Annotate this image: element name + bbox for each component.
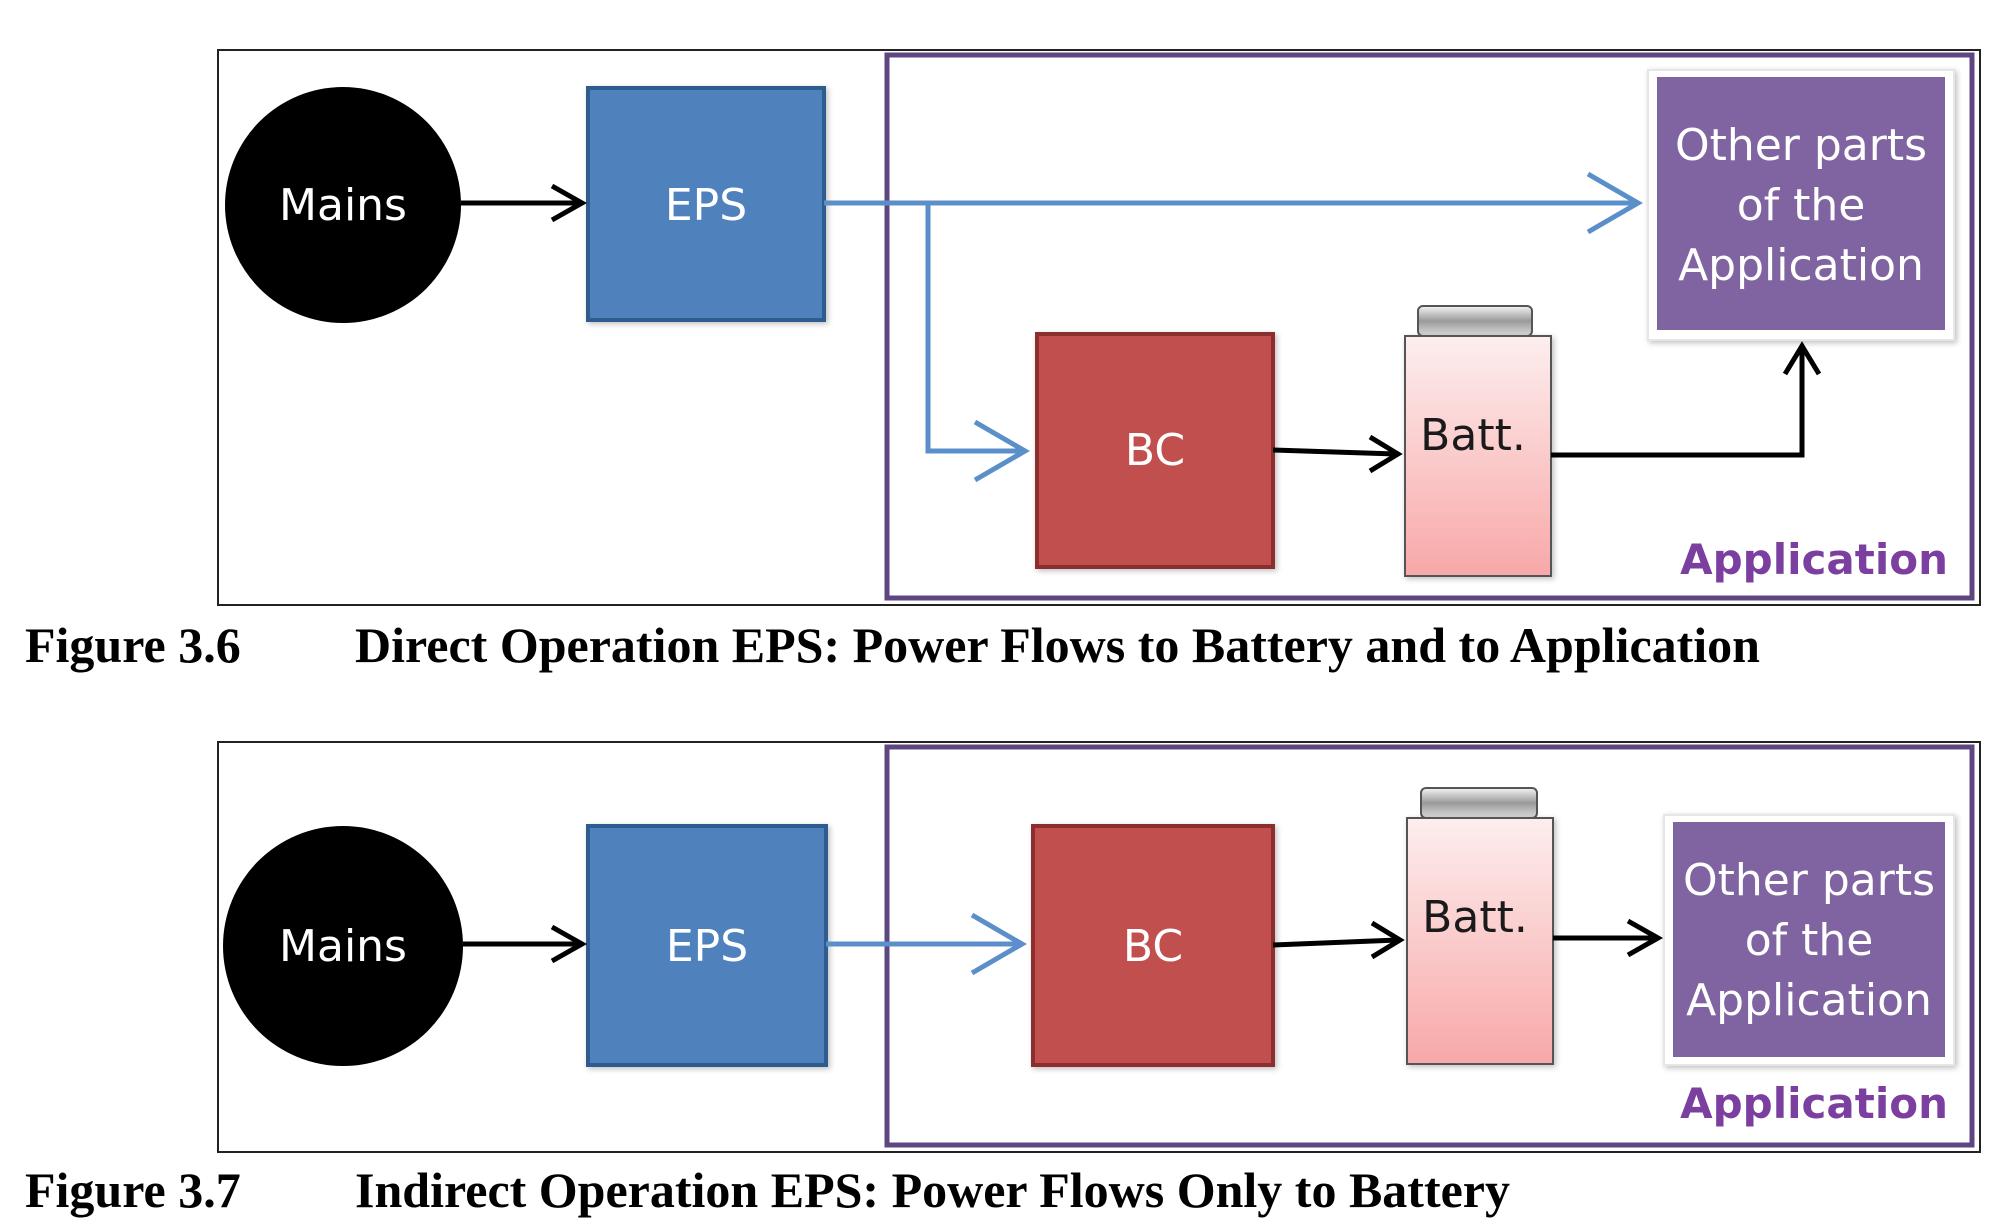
figure-caption-text: Direct Operation EPS: Power Flows to Bat… (355, 617, 1760, 673)
figure-3-6: Mains EPS Other parts of the Application… (25, 49, 1981, 673)
arrow-mains-to-eps (461, 183, 588, 223)
mains-label: Mains (279, 180, 407, 231)
arrow-bc-to-battery (1272, 920, 1405, 960)
eps-node (586, 86, 826, 322)
arrow-eps-to-bc (925, 203, 1030, 483)
other-parts-label-2: of the (1737, 180, 1866, 231)
arrow-mains-to-eps (463, 924, 588, 964)
other-parts-node (1657, 77, 1945, 330)
bc-node (1035, 332, 1275, 569)
other-parts-label-1: Other parts (1675, 120, 1927, 171)
figure-3-7: Mains EPS BC Batt. Other parts of the Ap… (25, 741, 1981, 1218)
battery-node (1406, 817, 1554, 1065)
battery-cap (1417, 305, 1533, 337)
other-parts-label-1: Other parts (1683, 855, 1935, 906)
figure-caption-text: Indirect Operation EPS: Power Flows Only… (355, 1162, 1510, 1218)
application-label: Application (1680, 1079, 1948, 1128)
arrow-battery-to-other-parts (1551, 341, 1822, 458)
other-parts-label-3: Application (1678, 240, 1924, 291)
application-boundary (884, 52, 1975, 601)
arrow-bc-to-battery (1272, 434, 1403, 474)
mains-node (223, 826, 463, 1066)
eps-label: EPS (666, 921, 748, 972)
battery-label: Batt. (1420, 410, 1526, 461)
bc-label: BC (1125, 425, 1185, 476)
figure-caption-number: Figure 3.6 (25, 617, 241, 673)
other-parts-node (1673, 822, 1945, 1057)
other-parts-label-3: Application (1686, 975, 1932, 1026)
figure-caption-number: Figure 3.7 (25, 1162, 241, 1218)
eps-label: EPS (665, 180, 747, 231)
mains-label: Mains (279, 921, 407, 972)
arrow-eps-to-other-parts (824, 171, 1643, 235)
arrow-eps-to-bc (826, 912, 1027, 976)
battery-cap (1420, 787, 1538, 819)
battery-node (1404, 335, 1552, 577)
bc-label: BC (1123, 921, 1183, 972)
eps-node (586, 824, 828, 1067)
arrow-battery-to-other-parts (1553, 918, 1664, 958)
mains-node (225, 87, 461, 323)
battery-label: Batt. (1422, 892, 1528, 943)
bc-node (1031, 824, 1275, 1067)
other-parts-label-2: of the (1745, 915, 1874, 966)
application-label: Application (1680, 535, 1948, 584)
